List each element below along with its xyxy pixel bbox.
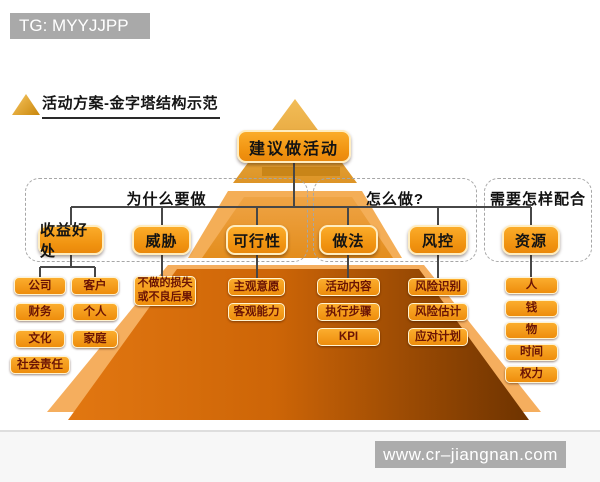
node-resources: 资源 — [502, 225, 560, 255]
leaf-risk-identification: 风险识别 — [408, 278, 468, 296]
leaf-kpi: KPI — [317, 328, 380, 346]
leaf-individual: 个人 — [72, 303, 118, 321]
telegram-tag-badge: TG: MYYJJPP — [10, 13, 150, 39]
node-method: 做法 — [319, 225, 378, 255]
node-feasibility: 可行性 — [226, 225, 288, 255]
leaf-loss-line1: 不做的损失 — [137, 277, 193, 290]
leaf-people: 人 — [505, 277, 558, 294]
leaf-loss-of-not-doing: 不做的损失 或不良后果 — [134, 276, 196, 306]
watermark-url: www.cr–jiangnan.com — [383, 444, 558, 464]
section-label-why: 为什么要做 — [126, 191, 207, 208]
leaf-family: 家庭 — [72, 330, 118, 348]
pyramid-apex-shade — [262, 167, 340, 176]
leaf-customer: 客户 — [71, 277, 119, 295]
leaf-culture: 文化 — [15, 330, 65, 348]
page-title: 活动方案-金字塔结构示范 — [42, 92, 220, 119]
watermark-badge: www.cr–jiangnan.com — [375, 441, 566, 468]
leaf-loss-line2: 或不良后果 — [137, 291, 193, 303]
node-threat: 威胁 — [132, 225, 191, 255]
leaf-activity-content: 活动内容 — [317, 278, 380, 296]
leaf-time: 时间 — [505, 344, 558, 361]
node-risk: 风控 — [408, 225, 468, 255]
group-region-support — [484, 178, 592, 262]
leaf-execution-steps: 执行步骤 — [317, 303, 380, 321]
leaf-objective-ability: 客观能力 — [228, 303, 285, 321]
section-label-how: 怎么做? — [365, 191, 425, 208]
leaf-finance: 财务 — [15, 303, 65, 321]
title-triangle-icon — [12, 94, 40, 115]
node-benefits: 收益好处 — [38, 222, 104, 260]
leaf-response-plan: 应对计划 — [408, 328, 468, 346]
leaf-materials: 物 — [505, 322, 558, 339]
leaf-company: 公司 — [14, 277, 66, 295]
leaf-social-responsibility: 社会责任 — [10, 356, 70, 374]
node-root: 建议做活动 — [237, 130, 351, 163]
telegram-tag-label: TG: MYYJJPP — [19, 16, 129, 35]
leaf-subjective-will: 主观意愿 — [228, 278, 285, 296]
leaf-authority: 权力 — [505, 366, 558, 383]
section-label-support: 需要怎样配合 — [489, 191, 586, 208]
leaf-money: 钱 — [505, 300, 558, 317]
leaf-risk-estimation: 风险估计 — [408, 303, 468, 321]
